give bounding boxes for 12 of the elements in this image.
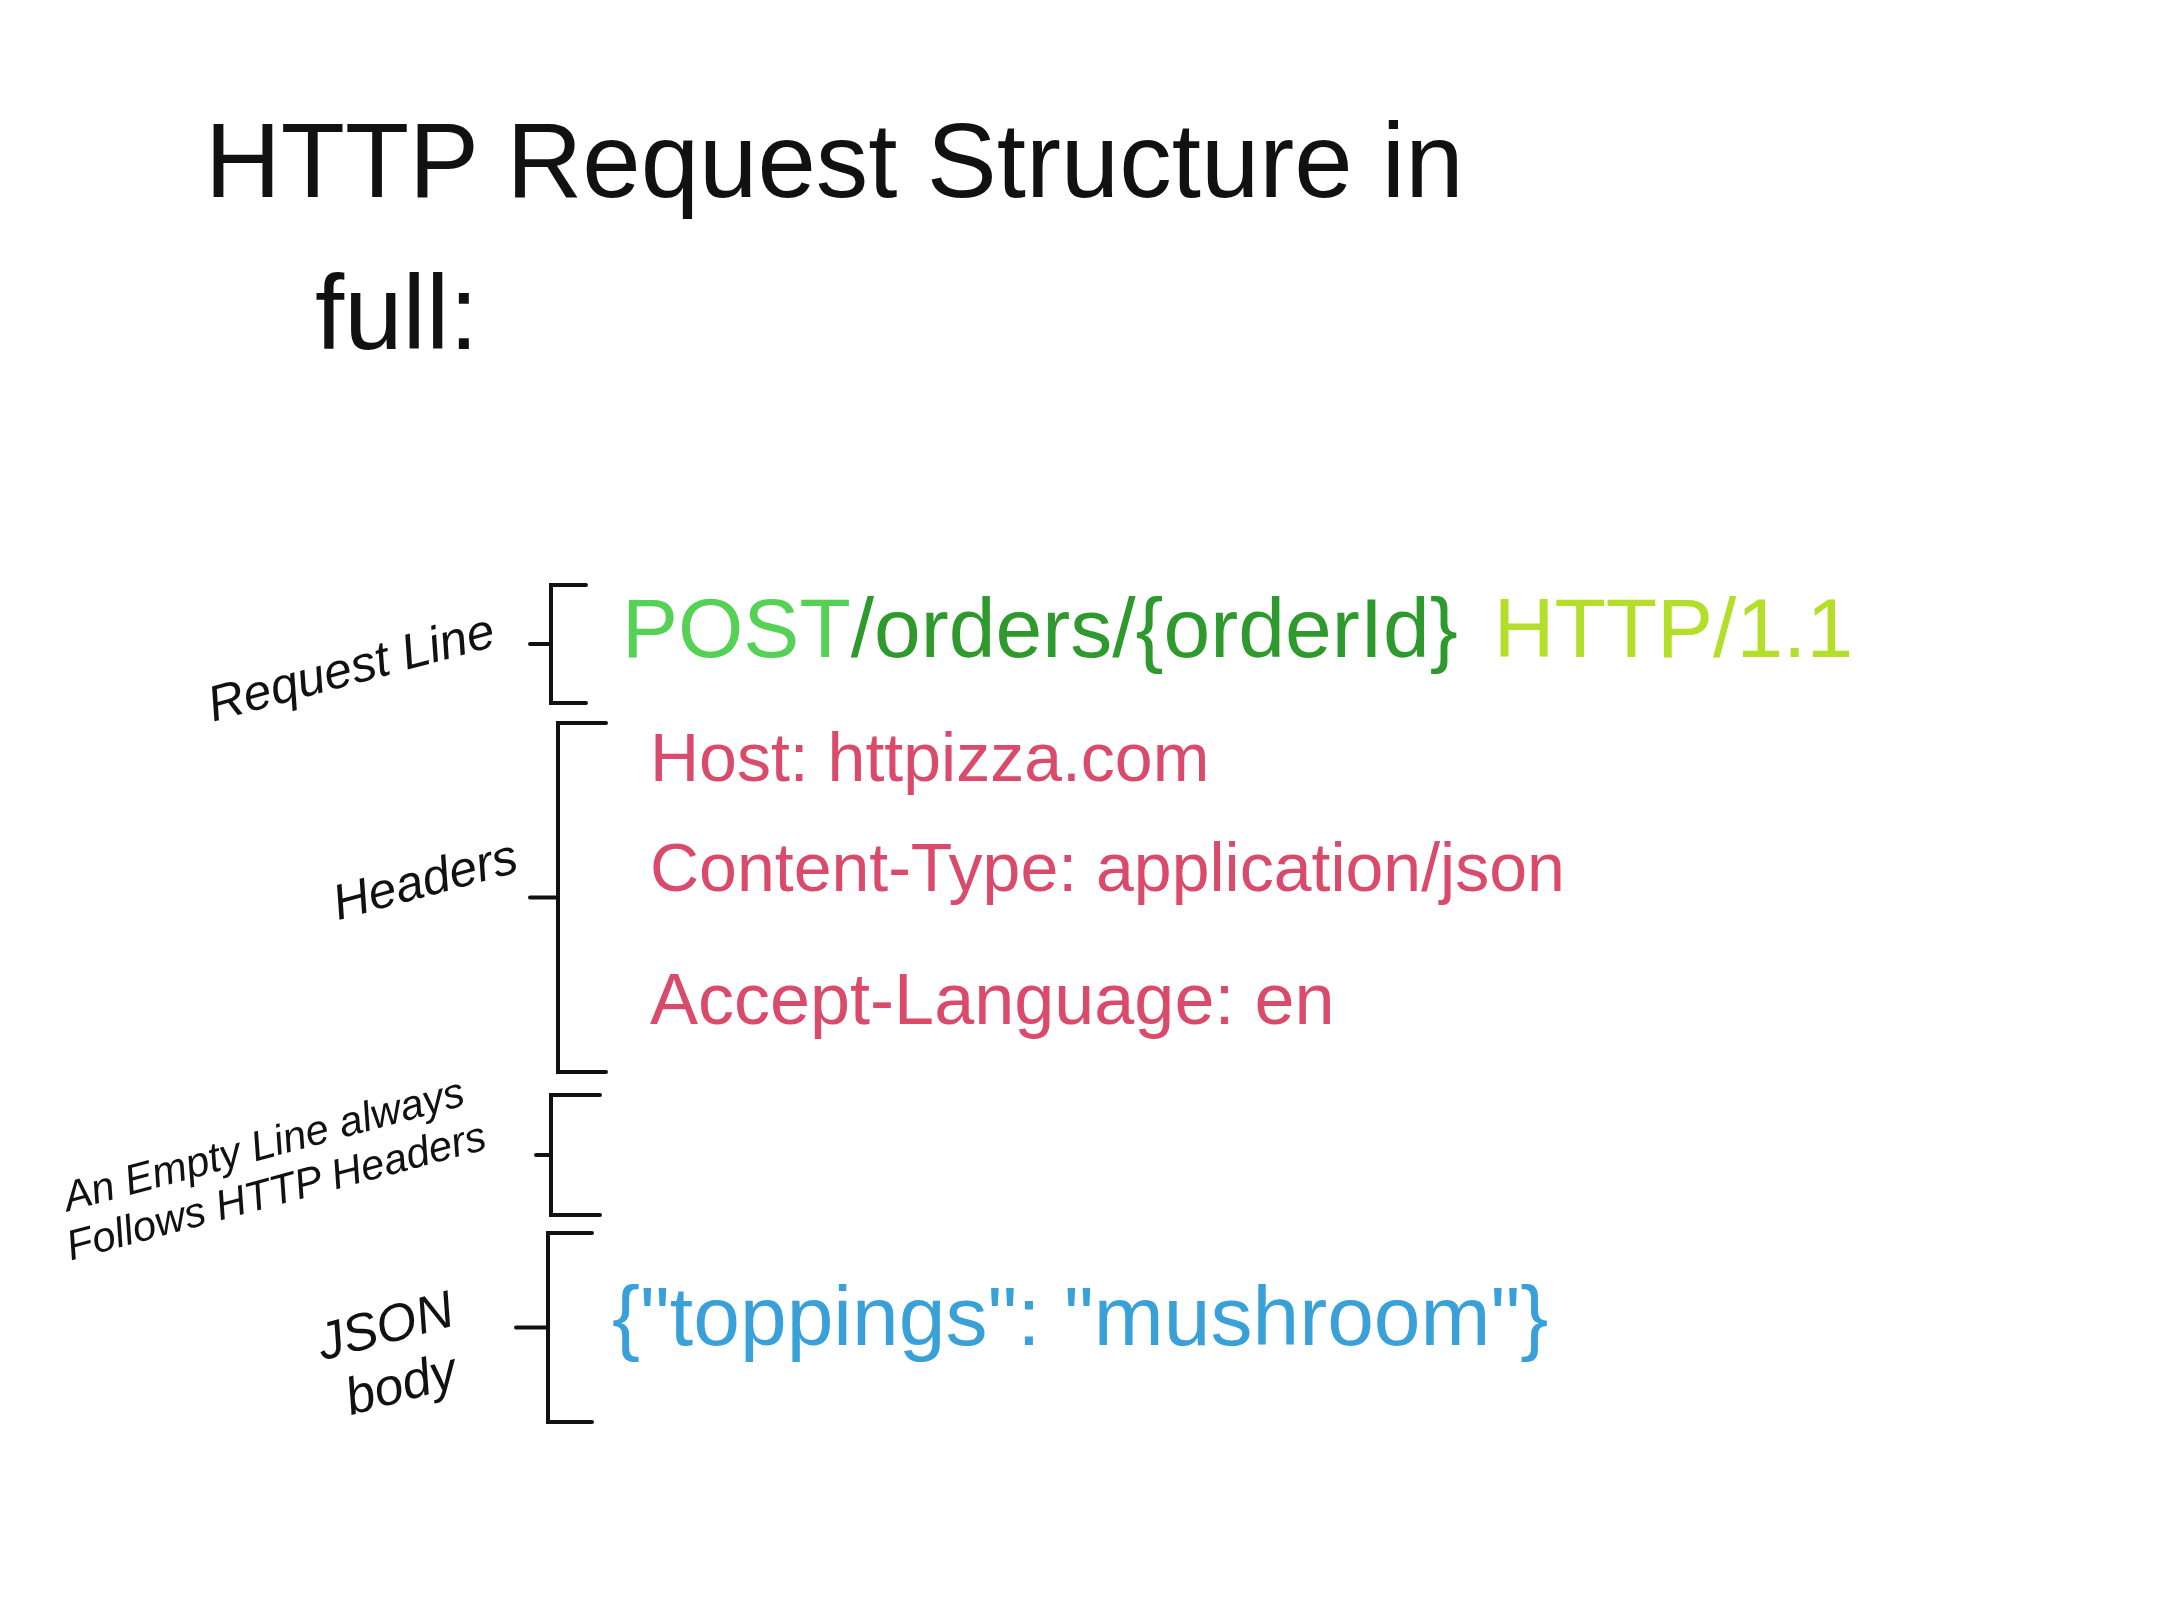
code-text: /orders/{orderId} <box>850 580 1458 677</box>
code-text: Accept-Language: en <box>650 960 1335 1040</box>
section-label: An Empty Line always Follows HTTP Headers <box>56 1066 493 1272</box>
section-label: JSON body <box>309 1278 464 1428</box>
section-label: Request Line <box>200 601 502 735</box>
code-text: Content-Type: application/json <box>650 830 1565 905</box>
code-text: Host: httpizza.com <box>650 720 1210 795</box>
section-label: Headers <box>325 826 525 933</box>
code-text: {"toppings": "mushroom"} <box>612 1270 1549 1363</box>
code-text: HTTP/1.1 <box>1493 580 1854 677</box>
code-text: POST <box>622 580 851 677</box>
title: HTTP Request Structure in full: <box>205 101 1465 374</box>
